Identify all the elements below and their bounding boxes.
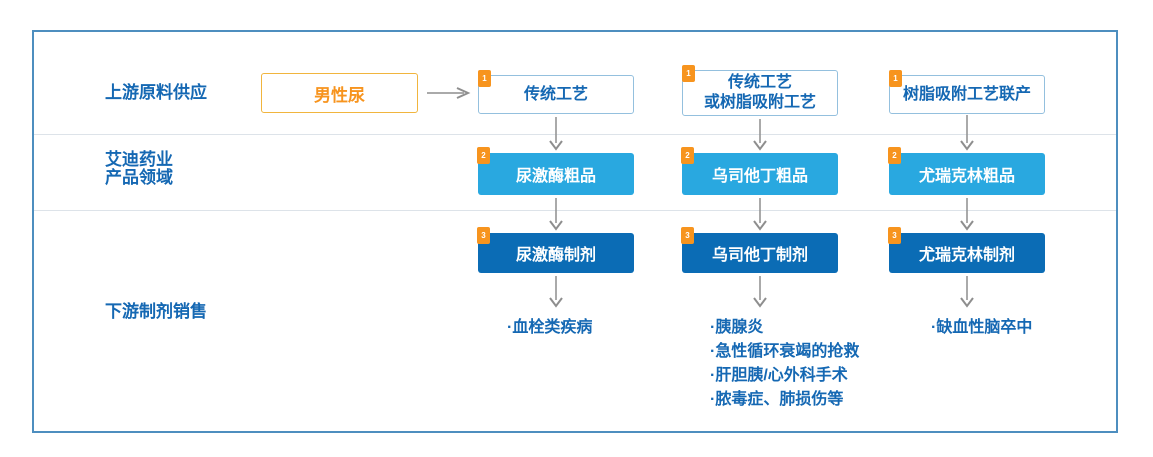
col3-process-line1: 树脂吸附工艺联产 bbox=[902, 85, 1031, 103]
col1-process-box: 1 传统工艺 bbox=[478, 70, 634, 114]
row-label-downstream-sales: 下游制剂销售 bbox=[105, 302, 207, 321]
indication-item: ·胰腺炎 bbox=[710, 319, 764, 336]
col2-formulation-box: 3 乌司他丁制剂 bbox=[681, 227, 838, 273]
company-label-line1: 艾迪药业 bbox=[105, 150, 173, 169]
row-divider-1 bbox=[34, 134, 1116, 135]
indication-item: ·脓毒症、肺损伤等 bbox=[710, 391, 844, 408]
indication-item: ·肝胆胰/心外科手术 bbox=[710, 367, 848, 384]
col3-formulation-box: 3 尤瑞克林制剂 bbox=[888, 227, 1045, 273]
step-badge-2: 2 bbox=[477, 147, 490, 164]
col1-indications-list: ·血栓类疾病 bbox=[507, 316, 592, 340]
step-badge-2: 2 bbox=[888, 147, 901, 164]
row-label-company-products: 艾迪药业 产品领域 bbox=[105, 151, 173, 187]
col2-indications-list: ·胰腺炎 ·急性循环衰竭的抢救 ·肝胆胰/心外科手术 ·脓毒症、肺损伤等 bbox=[710, 316, 859, 412]
col2-process-box: 1 传统工艺 或树脂吸附工艺 bbox=[682, 65, 838, 116]
source-box-male-urine: 男性尿 bbox=[261, 73, 418, 113]
company-label-line2: 产品领域 bbox=[105, 168, 173, 187]
col1-process-line1: 传统工艺 bbox=[523, 85, 588, 103]
col2-process-line2: 或树脂吸附工艺 bbox=[703, 94, 816, 111]
col2-formulation-label: 乌司他丁制剂 bbox=[711, 247, 808, 264]
indication-item: ·血栓类疾病 bbox=[507, 319, 593, 336]
indication-item: ·缺血性脑卒中 bbox=[931, 319, 1033, 336]
col2-crude-box: 2 乌司他丁粗品 bbox=[681, 147, 838, 195]
row-divider-2 bbox=[34, 210, 1116, 211]
row-label-upstream-supply: 上游原料供应 bbox=[105, 83, 207, 102]
col2-process-line1: 传统工艺 bbox=[727, 74, 792, 91]
step-badge-1: 1 bbox=[478, 70, 491, 87]
step-badge-3: 3 bbox=[888, 227, 901, 244]
col1-crude-box: 2 尿激酶粗品 bbox=[477, 147, 634, 195]
col3-indications-list: ·缺血性脑卒中 bbox=[931, 316, 1032, 340]
col1-crude-label: 尿激酶粗品 bbox=[515, 168, 596, 185]
col2-crude-label: 乌司他丁粗品 bbox=[711, 168, 808, 185]
col3-process-box: 1 树脂吸附工艺联产 bbox=[889, 70, 1045, 114]
step-badge-1: 1 bbox=[889, 70, 902, 87]
source-box-label: 男性尿 bbox=[314, 85, 365, 105]
step-badge-2: 2 bbox=[681, 147, 694, 164]
step-badge-3: 3 bbox=[681, 227, 694, 244]
indication-item: ·急性循环衰竭的抢救 bbox=[710, 343, 860, 360]
col1-formulation-box: 3 尿激酶制剂 bbox=[477, 227, 634, 273]
step-badge-1: 1 bbox=[682, 65, 695, 82]
col3-crude-label: 尤瑞克林粗品 bbox=[918, 168, 1015, 185]
col3-formulation-label: 尤瑞克林制剂 bbox=[918, 247, 1015, 264]
col3-crude-box: 2 尤瑞克林粗品 bbox=[888, 147, 1045, 195]
step-badge-3: 3 bbox=[477, 227, 490, 244]
col1-formulation-label: 尿激酶制剂 bbox=[515, 247, 596, 264]
